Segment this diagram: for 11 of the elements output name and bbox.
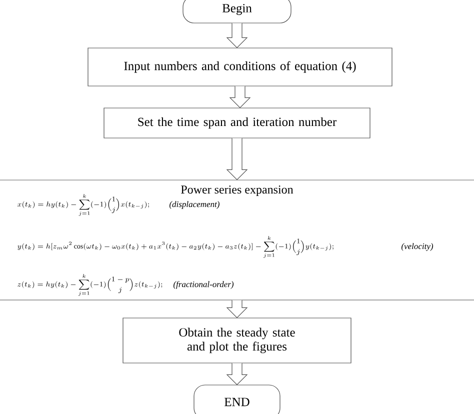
terminal-box: END	[194, 384, 280, 414]
arrow	[226, 138, 248, 180]
process-box: Obtain the steady state and plot the figures	[122, 318, 352, 364]
arrow	[226, 300, 248, 318]
arrow	[229, 86, 251, 108]
arrow	[226, 23, 248, 48]
arrow	[226, 363, 248, 386]
process-box: Set the time span and iteration number	[104, 108, 370, 138]
terminal-box: Begin	[182, 0, 292, 24]
process-box: Input numbers and conditions of equation (4)	[88, 48, 392, 86]
process-panel: Power series expansion $x(t_k) = hy(t_k) - \sum\limits_{j=1}^{k}(-1)\binom{1}{j}x(t_{k-j});$ (displacement) $y(t_k) = h[z_m\omega^2\cos(\omega t_k) - \omega_0 x(t_k) + a_1x^3(t_k) - a_2y(t_k) - a_3z(t_k)] - \sum\limits_{j=1}^{k}(-1)\binom{1}{j}y(t_{k-j});$ (velocity) $z(t_k) = hy(t_k) - \sum\limits_{j=1}^{k}(-1)\binom{1-p}{j}z(t_{k-j});$ (fractional-order)	[0, 180, 474, 300]
